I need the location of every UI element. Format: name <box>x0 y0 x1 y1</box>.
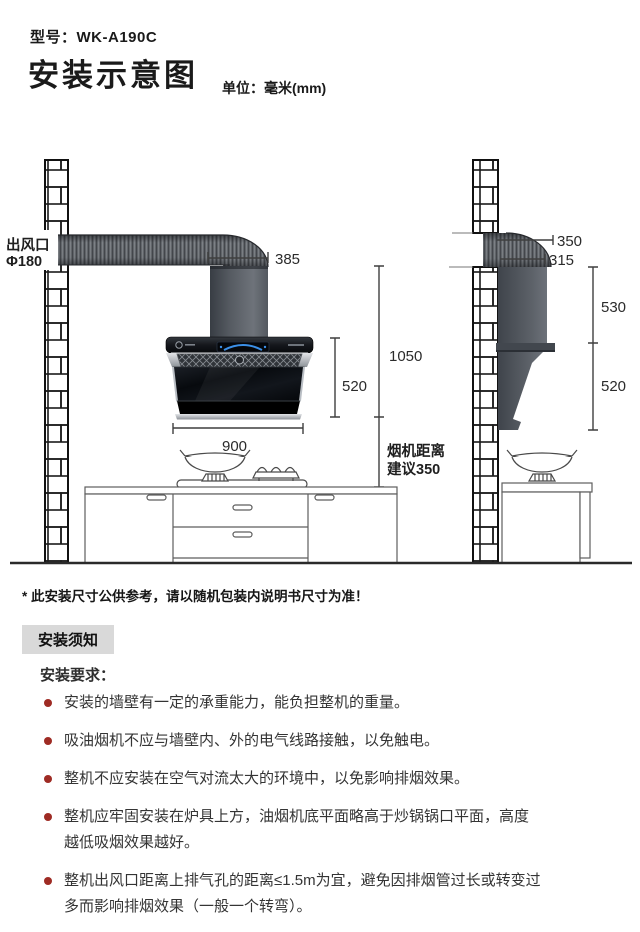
gas-burner-front <box>252 466 300 481</box>
hood-suction-opening <box>177 401 300 414</box>
cabinet-side <box>501 482 593 564</box>
hood-distance-note-line1: 烟机距离 <box>387 442 445 460</box>
installation-diagram: 出风口 Φ180 385 520 1050 900 烟机距离 建议350 <box>2 159 632 565</box>
dim-520-side: 520 <box>601 378 626 395</box>
dim-1050: 1050 <box>389 348 422 365</box>
list-item: 整机出风口距离上排气孔的距离≤1.5m为宜，避免因排烟管过长或转变过多而影响排烟… <box>40 868 560 920</box>
cabinet-front <box>84 486 398 564</box>
hood-bottom-ledge <box>175 414 302 420</box>
wall-side-upper <box>472 159 499 234</box>
outlet-label-line2: Φ180 <box>6 254 42 270</box>
dim-530: 530 <box>601 299 626 316</box>
hood-top-ledge-side <box>496 343 555 352</box>
footnote: * 此安装尺寸公供参考，请以随机包装内说明书尺寸为准！ <box>22 589 369 604</box>
requirement-text: 吸油烟机不应与墙壁内、外的电气线路接触，以免触电。 <box>64 732 440 749</box>
side-dimension-lines <box>497 235 598 431</box>
list-item: 吸油烟机不应与墙壁内、外的电气线路接触，以免触电。 <box>40 728 560 754</box>
exhaust-duct-side <box>483 232 552 268</box>
hood-emblem <box>235 355 244 365</box>
hood-chimney-side <box>498 267 547 343</box>
dim-350: 350 <box>557 233 582 250</box>
hood-side-rail-right <box>295 353 313 367</box>
bullet-dot-icon <box>44 737 52 745</box>
exhaust-duct-front <box>55 234 269 268</box>
requirement-text: 整机出风口距离上排气孔的距离≤1.5m为宜，避免因排烟管过长或转变过多而影响排烟… <box>64 872 541 915</box>
dim-315: 315 <box>549 252 574 269</box>
side-view: 350 315 530 520 <box>449 159 626 564</box>
drawer-handle <box>232 531 253 538</box>
page-title: 安装示意图 <box>28 58 198 93</box>
outlet-label-line1: 出风口 <box>6 236 50 254</box>
hood-side-rail-left <box>166 353 184 367</box>
requirement-text: 安装的墙壁有一定的承重能力，能负担整机的重量。 <box>64 694 410 711</box>
range-hood-side <box>496 267 555 430</box>
model-number: 型号：WK-A190C <box>30 29 158 46</box>
outlet-label: 出风口 Φ180 <box>2 230 58 270</box>
dim-900: 900 <box>222 438 247 455</box>
dim-385: 385 <box>275 251 300 268</box>
cabinet-handle <box>314 494 335 501</box>
bullet-dot-icon <box>44 775 52 783</box>
list-item: 整机不应安装在空气对流太大的环境中，以免影响排烟效果。 <box>40 766 560 792</box>
list-item: 整机应牢固安装在炉具上方，油烟机底平面略高于炒锅锅口平面，高度越低吸烟效果越好。 <box>40 804 560 856</box>
brand-logo-icon <box>175 341 183 349</box>
hood-display <box>216 341 270 353</box>
wok-front <box>179 449 251 482</box>
notice-section-title: 安装须知 <box>22 625 115 654</box>
requirements-label: 安装要求： <box>40 667 116 684</box>
list-item: 安装的墙壁有一定的承重能力，能负担整机的重量。 <box>40 690 560 716</box>
wok-side <box>506 449 578 482</box>
drawer-handle <box>232 504 253 511</box>
hood-distance-note-line2: 建议350 <box>387 460 440 478</box>
unit-label: 单位：毫米(mm) <box>222 80 327 96</box>
installation-requirements-list: 安装的墙壁有一定的承重能力，能负担整机的重量。 吸油烟机不应与墙壁内、外的电气线… <box>40 690 560 932</box>
dim-520-front: 520 <box>342 378 367 395</box>
hood-chimney <box>210 266 268 338</box>
wall-side-lower <box>472 266 499 564</box>
cooktop-front <box>176 449 308 489</box>
front-dimension-lines <box>172 252 384 488</box>
requirement-text: 整机不应安装在空气对流太大的环境中，以免影响排烟效果。 <box>64 770 470 787</box>
range-hood-front <box>165 266 314 420</box>
requirement-text: 整机应牢固安装在炉具上方，油烟机底平面略高于炒锅锅口平面，高度越低吸烟效果越好。 <box>64 808 530 851</box>
cabinet-handle <box>146 494 167 501</box>
bullet-dot-icon <box>44 877 52 885</box>
wall-front <box>44 159 69 564</box>
front-view: 出风口 Φ180 385 520 1050 900 烟机距离 建议350 <box>2 159 445 564</box>
bullet-dot-icon <box>44 699 52 707</box>
bullet-dot-icon <box>44 813 52 821</box>
hood-body-side <box>498 352 543 430</box>
